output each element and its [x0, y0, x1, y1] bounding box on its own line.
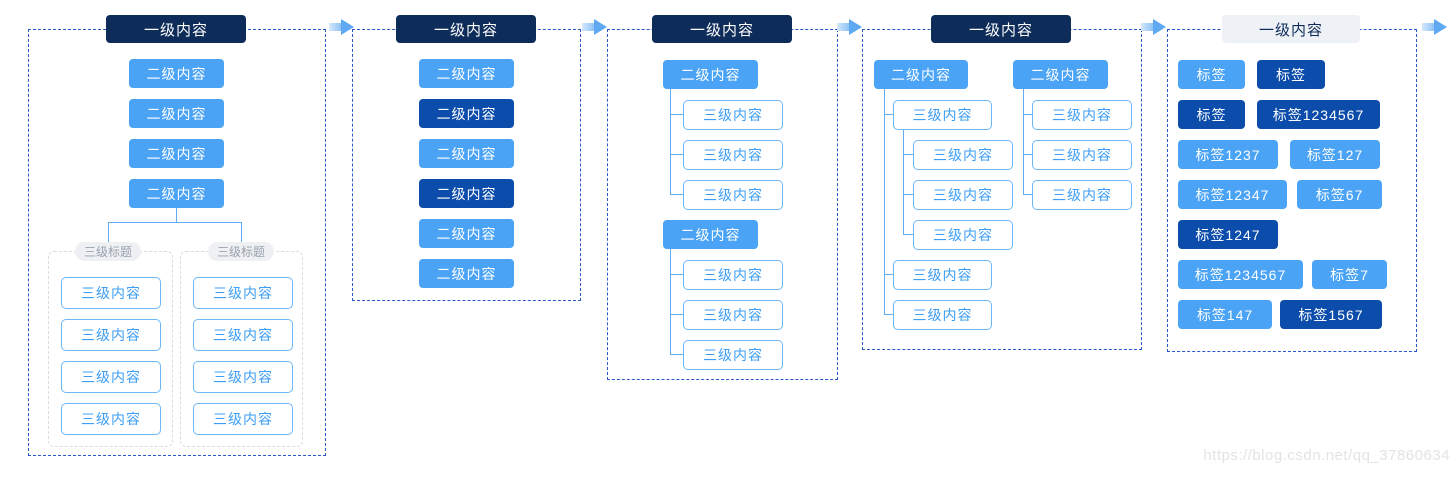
tag[interactable]: 标签12347 [1178, 180, 1287, 209]
level3-item[interactable]: 三级内容 [683, 180, 783, 210]
level3-group-title: 三级标题 [208, 242, 274, 261]
level3-item[interactable]: 三级内容 [913, 180, 1013, 210]
level2-button[interactable]: 二级内容 [874, 60, 968, 89]
level3-item[interactable]: 三级内容 [683, 140, 783, 170]
connector-line [176, 208, 177, 223]
level1-header: 一级内容 [931, 15, 1071, 43]
connector-line [1023, 154, 1032, 155]
level3-item[interactable]: 三级内容 [1032, 140, 1132, 170]
level3-item[interactable]: 三级内容 [683, 340, 783, 370]
level2-button[interactable]: 二级内容 [663, 60, 758, 89]
tag[interactable]: 标签1237 [1178, 140, 1278, 169]
level3-item[interactable]: 三级内容 [683, 260, 783, 290]
level3-item[interactable]: 三级内容 [893, 300, 992, 330]
tag-selected[interactable]: 标签 [1178, 100, 1245, 129]
level2-button[interactable]: 二级内容 [129, 179, 224, 208]
connector-line [241, 222, 242, 243]
tag[interactable]: 标签 [1178, 60, 1245, 89]
level1-header: 一级内容 [106, 15, 246, 43]
tag-selected[interactable]: 标签1567 [1280, 300, 1382, 329]
connector-line [670, 249, 671, 354]
level3-item[interactable]: 三级内容 [913, 140, 1013, 170]
connector-line [1023, 89, 1024, 194]
level2-button[interactable]: 二级内容 [129, 99, 224, 128]
connector-line [1023, 194, 1032, 195]
level2-button[interactable]: 二级内容 [419, 139, 514, 168]
level3-item[interactable]: 三级内容 [1032, 180, 1132, 210]
level3-item[interactable]: 三级内容 [683, 300, 783, 330]
level1-header: 一级内容 [652, 15, 792, 43]
connector-line [903, 154, 913, 155]
connector-line [670, 194, 683, 195]
connector-line [670, 154, 683, 155]
connector-line [1023, 114, 1032, 115]
tag-selected[interactable]: 标签 [1257, 60, 1325, 89]
level1-header: 一级内容 [396, 15, 536, 43]
level2-button[interactable]: 二级内容 [663, 220, 758, 249]
connector-line [108, 222, 242, 223]
tag[interactable]: 标签147 [1178, 300, 1272, 329]
connector-line [670, 274, 683, 275]
tag-selected[interactable]: 标签1234567 [1257, 100, 1380, 129]
level3-item[interactable]: 三级内容 [893, 260, 992, 290]
connector-line [903, 128, 904, 234]
level2-button[interactable]: 二级内容 [129, 59, 224, 88]
level2-button-selected[interactable]: 二级内容 [419, 99, 514, 128]
tag[interactable]: 标签7 [1312, 260, 1387, 289]
level3-item[interactable]: 三级内容 [913, 220, 1013, 250]
watermark: https://blog.csdn.net/qq_37860634 [1203, 447, 1450, 464]
level3-item[interactable]: 三级内容 [61, 277, 161, 309]
level3-item[interactable]: 三级内容 [61, 361, 161, 393]
level3-group-title: 三级标题 [75, 242, 141, 261]
tag[interactable]: 标签127 [1290, 140, 1380, 169]
connector-line [884, 274, 893, 275]
tag[interactable]: 标签67 [1297, 180, 1382, 209]
level2-button[interactable]: 二级内容 [419, 59, 514, 88]
flow-arrow-icon [1422, 19, 1447, 35]
level3-item[interactable]: 三级内容 [193, 361, 293, 393]
flow-arrow-icon [1141, 19, 1166, 35]
connector-line [670, 114, 683, 115]
connector-line [903, 234, 913, 235]
tag-selected[interactable]: 标签1247 [1178, 220, 1278, 249]
level2-button[interactable]: 二级内容 [1013, 60, 1108, 89]
level3-item[interactable]: 三级内容 [61, 319, 161, 351]
level3-item[interactable]: 三级内容 [193, 403, 293, 435]
connector-line [884, 89, 885, 314]
level2-button-selected[interactable]: 二级内容 [419, 179, 514, 208]
connector-line [670, 314, 683, 315]
level3-item[interactable]: 三级内容 [1032, 100, 1132, 130]
connector-line [903, 194, 913, 195]
connector-line [884, 314, 893, 315]
connector-line [108, 222, 109, 243]
flow-arrow-icon [582, 19, 607, 35]
level3-item[interactable]: 三级内容 [193, 277, 293, 309]
level2-button[interactable]: 二级内容 [129, 139, 224, 168]
flow-arrow-icon [329, 19, 354, 35]
connector-line [670, 354, 683, 355]
level2-button[interactable]: 二级内容 [419, 259, 514, 288]
level1-header: 一级内容 [1222, 15, 1360, 43]
level3-item[interactable]: 三级内容 [893, 100, 992, 130]
level3-item[interactable]: 三级内容 [193, 319, 293, 351]
connector-line [884, 114, 893, 115]
flow-arrow-icon [837, 19, 862, 35]
connector-line [670, 89, 671, 194]
level2-button[interactable]: 二级内容 [419, 219, 514, 248]
tag[interactable]: 标签1234567 [1178, 260, 1303, 289]
level3-item[interactable]: 三级内容 [683, 100, 783, 130]
level3-item[interactable]: 三级内容 [61, 403, 161, 435]
